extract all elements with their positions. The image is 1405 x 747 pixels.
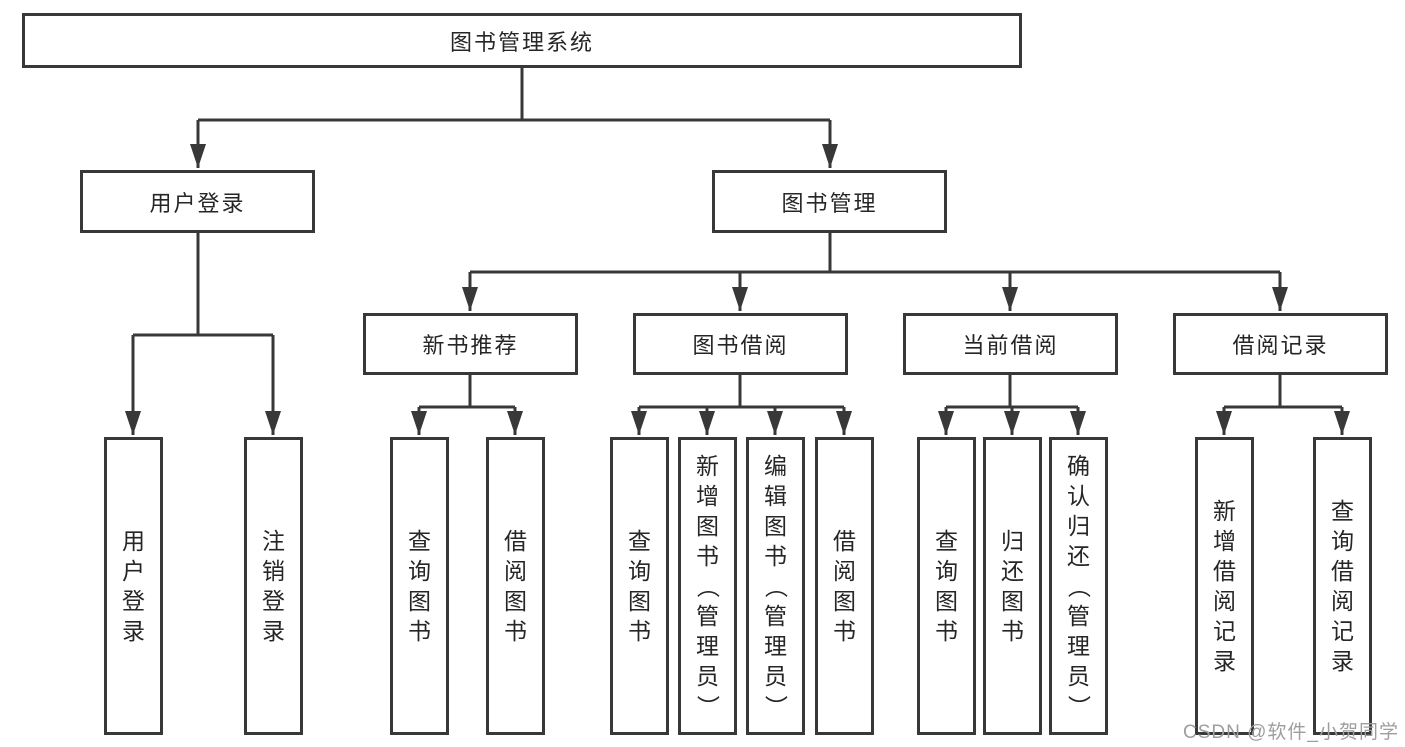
leaf-borrow-books: 借阅图书: [815, 437, 874, 735]
node-label: 借阅图书: [833, 527, 856, 644]
node-borrow-records: 借阅记录: [1173, 313, 1388, 375]
node-current-borrow: 当前借阅: [903, 313, 1118, 375]
leaf-user-login: 用户登录: [104, 437, 163, 735]
node-label: 归还图书: [1001, 527, 1024, 644]
node-new-book-recommend: 新书推荐: [363, 313, 578, 375]
leaf-query-books-borrow: 查询图书: [610, 437, 669, 735]
node-user-login: 用户登录: [80, 170, 315, 233]
node-label: 图书管理系统: [449, 29, 594, 55]
node-label: 新增借阅记录: [1213, 497, 1236, 674]
leaf-query-borrow-record: 查询借阅记录: [1313, 437, 1372, 735]
node-label: 确认归还（管理员）: [1066, 452, 1092, 718]
node-label: 新书推荐: [422, 333, 519, 358]
node-label: 编辑图书（管理员）: [763, 452, 789, 718]
node-label: 用户登录: [122, 527, 145, 644]
node-label: 新增图书（管理员）: [695, 452, 721, 718]
node-label: 查询图书: [628, 527, 651, 644]
leaf-return-books: 归还图书: [983, 437, 1042, 735]
leaf-query-books-recommend: 查询图书: [390, 437, 449, 735]
node-label: 用户登录: [149, 190, 246, 216]
node-label: 查询借阅记录: [1331, 497, 1354, 674]
node-label: 图书管理: [781, 190, 878, 216]
node-label: 查询图书: [408, 527, 431, 644]
node-book-management: 图书管理: [712, 170, 947, 233]
node-label: 当前借阅: [962, 333, 1059, 358]
leaf-edit-books-admin: 编辑图书（管理员）: [746, 437, 805, 735]
watermark: CSDN @软件_小贺同学: [1183, 722, 1399, 743]
leaf-add-books-admin: 新增图书（管理员）: [678, 437, 737, 735]
node-root-system: 图书管理系统: [22, 13, 1022, 68]
node-label: 图书借阅: [692, 333, 789, 358]
node-book-borrow: 图书借阅: [633, 313, 848, 375]
node-label: 借阅记录: [1232, 333, 1329, 358]
leaf-borrow-books-recommend: 借阅图书: [486, 437, 545, 735]
leaf-query-books-current: 查询图书: [917, 437, 976, 735]
leaf-confirm-return-admin: 确认归还（管理员）: [1049, 437, 1108, 735]
node-label: 注销登录: [262, 527, 285, 644]
leaf-logout: 注销登录: [244, 437, 303, 735]
node-label: 借阅图书: [504, 527, 527, 644]
leaf-add-borrow-record: 新增借阅记录: [1195, 437, 1254, 735]
node-label: 查询图书: [935, 527, 958, 644]
